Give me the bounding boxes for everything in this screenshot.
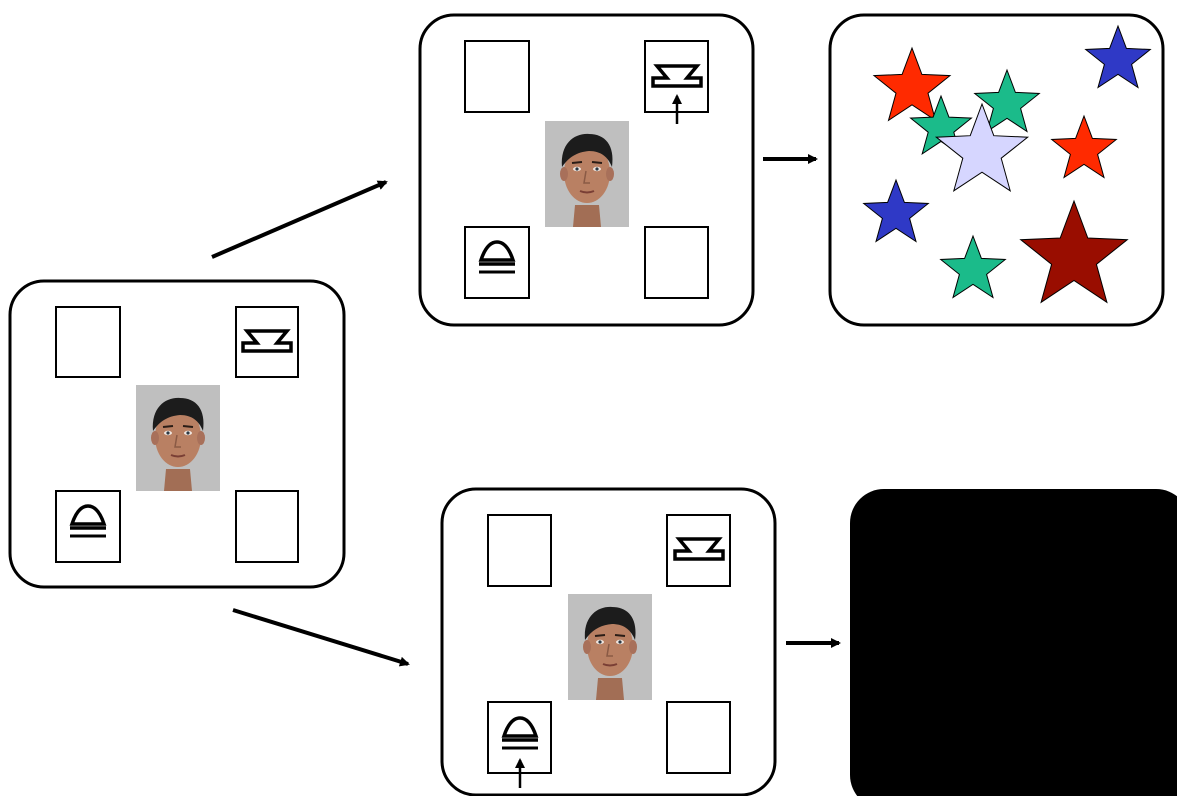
reward-star-icon: [1084, 24, 1152, 89]
initial-screen-panel: [8, 279, 346, 589]
reward-star-icon: [862, 178, 930, 243]
upper-panel-upper-left-box: [464, 40, 530, 113]
choice-lower-left-panel: [440, 487, 777, 796]
lower-panel-upper-left-box: [487, 514, 552, 587]
reward-star-icon: [1050, 114, 1118, 179]
arrow-to-upper-choice-icon: [211, 180, 388, 259]
no-reward-black-panel: [850, 489, 1177, 796]
reward-star-icon: [973, 68, 1041, 133]
initial-face: [135, 384, 221, 492]
reward-star-icon: [939, 234, 1007, 299]
choice-upper-right-panel: [418, 13, 755, 327]
reward-star-icon: [934, 102, 1030, 192]
arrow-to-lower-choice-icon: [232, 608, 410, 667]
reward-star-icon: [1019, 199, 1129, 304]
reward-star-icon: [872, 46, 952, 122]
lower-panel-face: [567, 593, 653, 701]
initial-lower-right-box: [235, 490, 299, 563]
reward-stars-panel: [828, 13, 1165, 327]
initial-upper-left-box: [55, 306, 121, 378]
upper-panel-lower-right-box: [644, 226, 709, 299]
upper-panel-face: [544, 120, 630, 228]
lower-panel-lower-right-box: [666, 701, 731, 774]
